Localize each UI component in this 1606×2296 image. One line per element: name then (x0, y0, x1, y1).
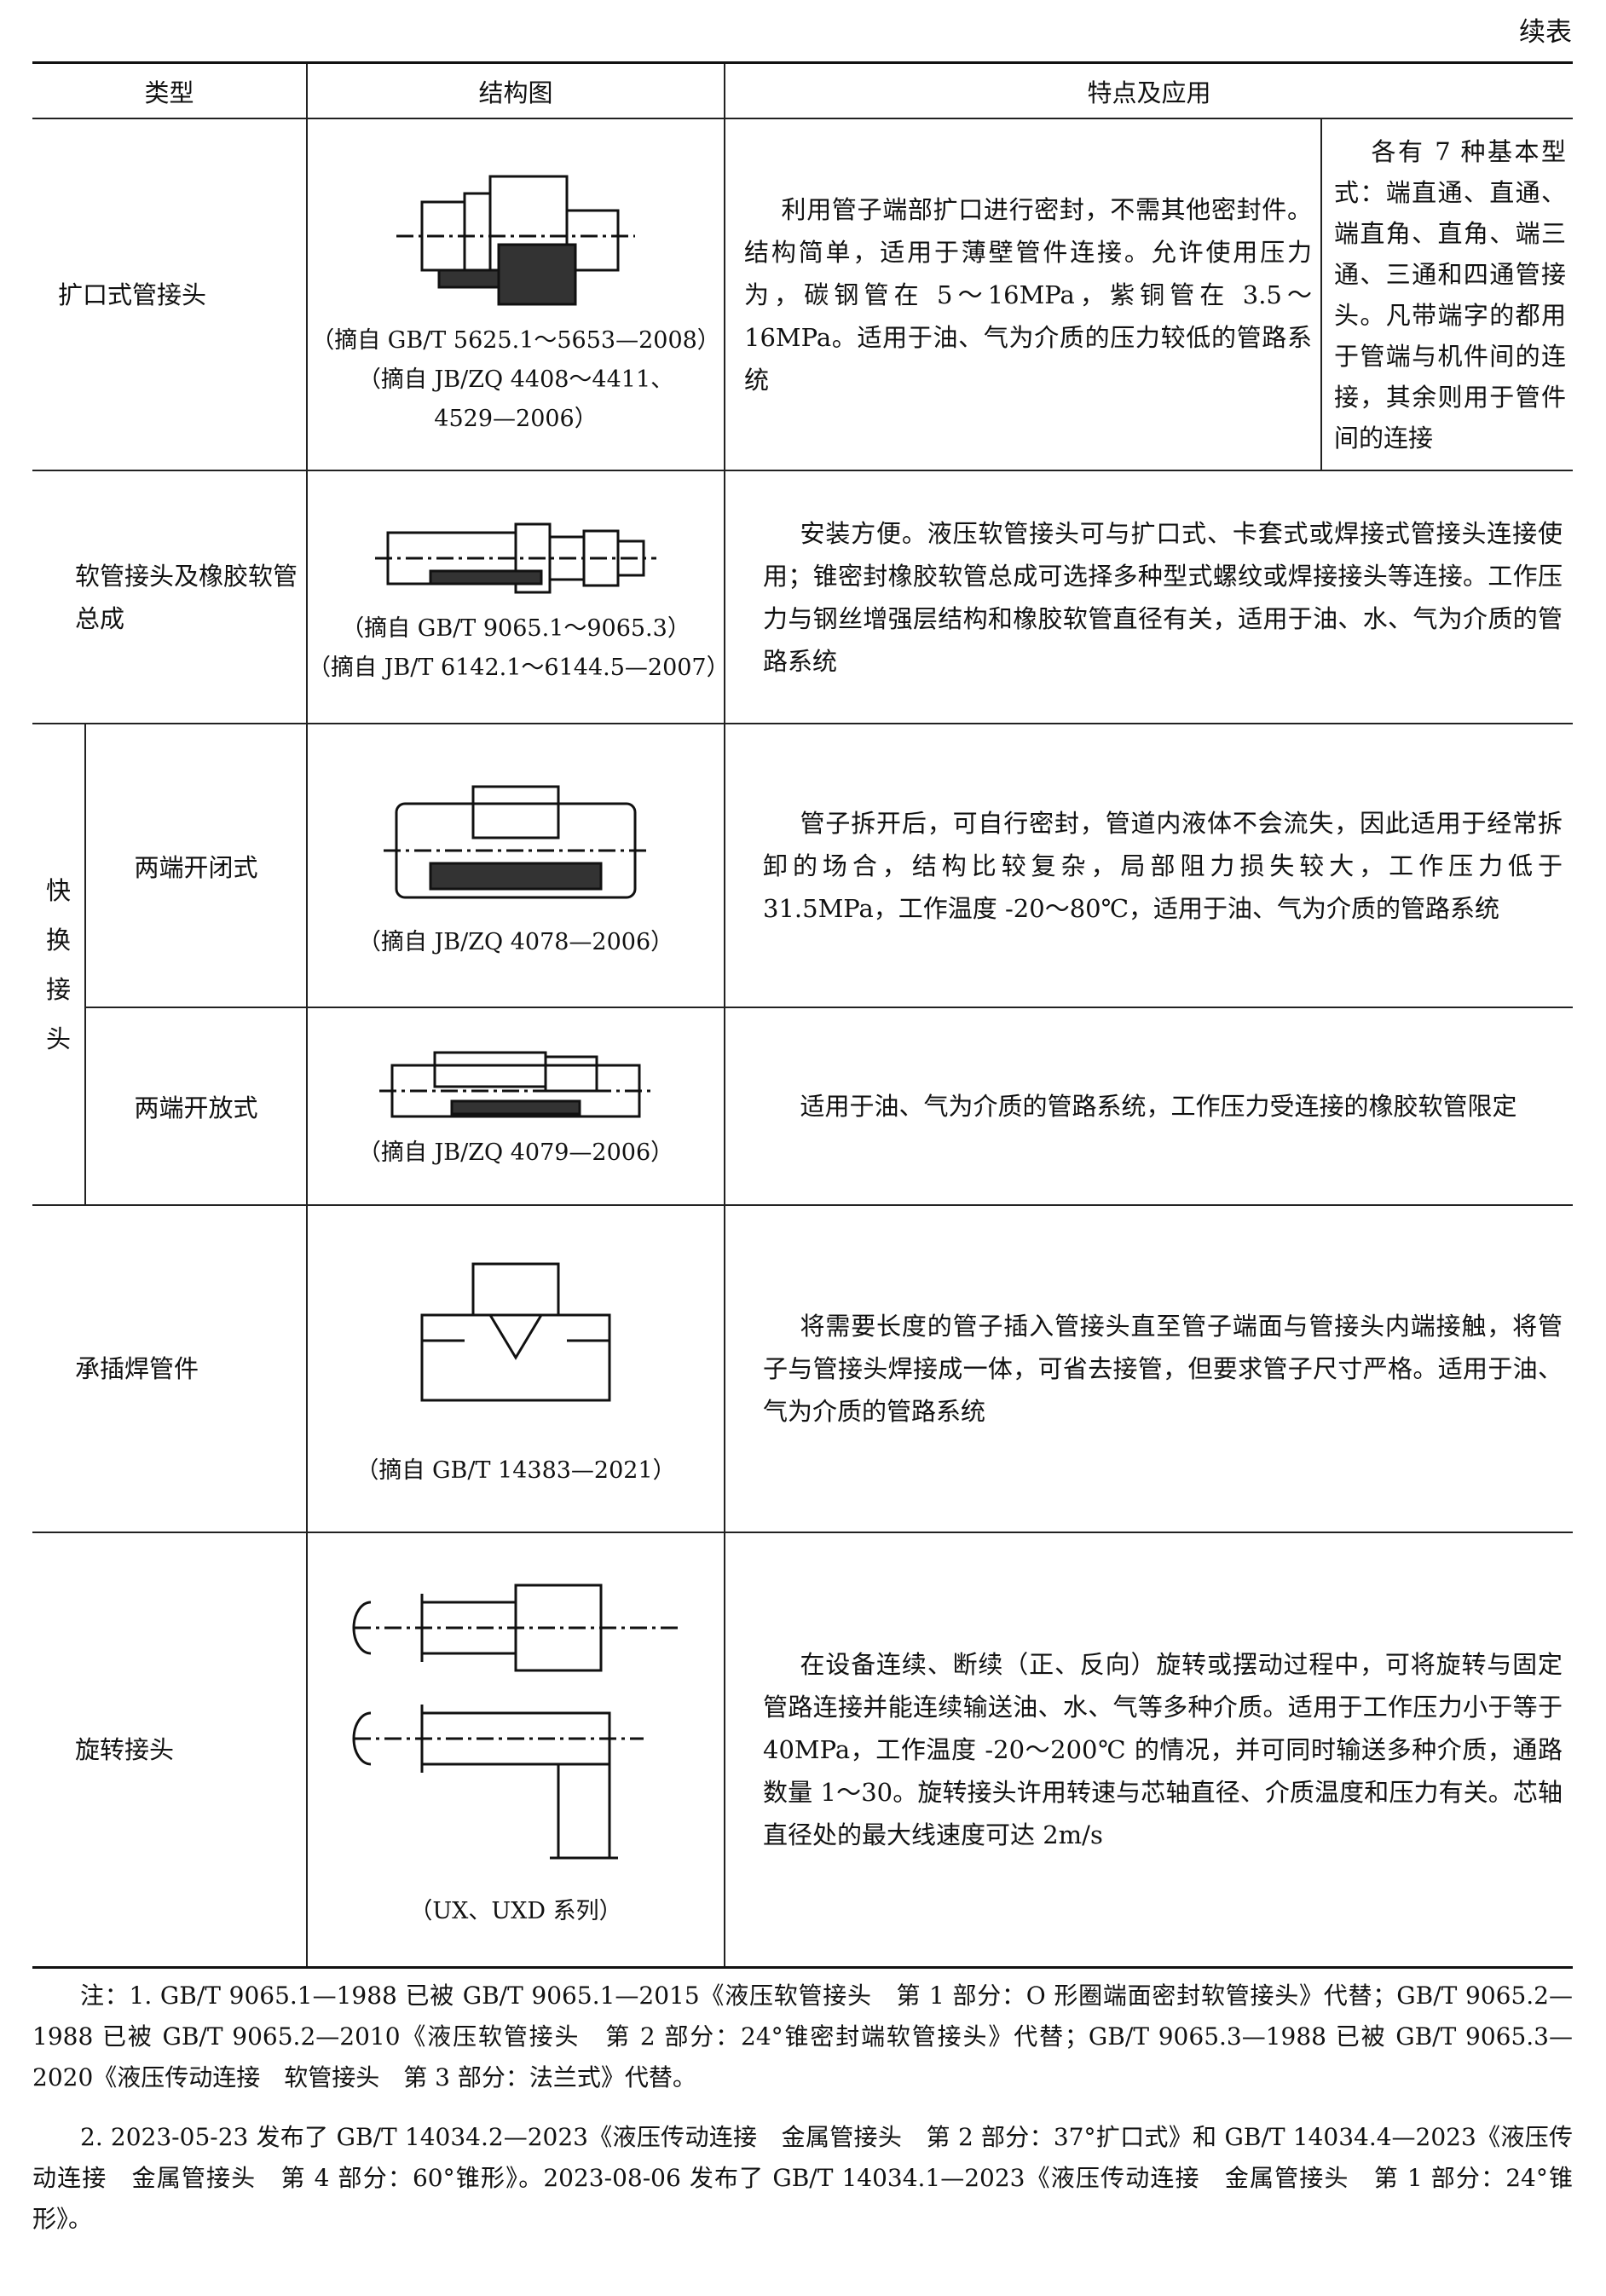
note-2: 2. 2023-05-23 发布了 GB/T 14034.2—2023《液压传动… (32, 2123, 1573, 2233)
group-cell: 快换接头 (32, 723, 86, 1206)
flare-fitting-drawing (396, 175, 636, 305)
source-line: （摘自 GB/T 5625.1～5653—2008） (311, 326, 720, 354)
figure-cell: （摘自 GB/T 5625.1～5653—2008） （摘自 JB/ZQ 440… (306, 118, 726, 471)
source-line: （摘自 GB/T 14383—2021） (355, 1457, 676, 1484)
note-1: 注：1. GB/T 9065.1—1988 已被 GB/T 9065.1—201… (32, 1982, 1573, 2091)
rotary-joint-drawing (352, 1584, 679, 1860)
header-structure: 结构图 (306, 61, 726, 119)
closed-coupling-drawing (384, 785, 649, 898)
source-line: （摘自 JB/T 6142.1～6144.5—2007） (308, 654, 730, 681)
table-row: 承插焊管件 （摘自 GB/T 14383—2021） 将需要长度的管子插入管接头… (32, 1204, 1573, 1533)
description-text: 在设备连续、断续（正、反向）旋转或摆动过程中，可将旋转与固定管路连接并能连续输送… (763, 1649, 1563, 1849)
type-cell: 两端开放式 (85, 1007, 309, 1206)
table-row: 软管接头及橡胶软管总成 （摘自 GB/T 9065.1～9065.3） （摘自 … (32, 470, 1573, 724)
table-header: 类型 结构图 特点及应用 (32, 61, 1573, 119)
table-row: 旋转接头 （UX、UXD 系列） 在设备连续、断续（正、反向）旋转或摆动过程中，… (32, 1532, 1573, 1968)
description-cell: 安装方便。液压软管接头可与扩口式、卡套式或焊接式管接头连接使用；锥密封橡胶软管总… (724, 470, 1573, 724)
type-cell: 承插焊管件 (32, 1204, 309, 1533)
description-text: 将需要长度的管子插入管接头直至管子端面与管接头内端接触，将管子与管接头焊接成一体… (763, 1312, 1563, 1426)
open-coupling-drawing (379, 1051, 653, 1118)
header-features: 特点及应用 (724, 61, 1573, 119)
continued-label: 续表 (1519, 17, 1572, 48)
source-line: （摘自 JB/ZQ 4079—2006） (357, 1139, 674, 1166)
description-cell: 在设备连续、断续（正、反向）旋转或摆动过程中，可将旋转与固定管路连接并能连续输送… (724, 1532, 1573, 1968)
description-text: 利用管子端部扩口进行密封，不需其他密封件。结构简单，适用于薄壁管件连接。允许使用… (744, 194, 1312, 395)
hose-fitting-drawing (375, 522, 657, 593)
figure-cell: （UX、UXD 系列） (306, 1532, 726, 1968)
pipe-fitting-table: 类型 结构图 特点及应用 扩口式管接头 （摘自 GB/T 5625.1～5653… (32, 61, 1573, 1969)
description-cell: 将需要长度的管子插入管接头直至管子端面与管接头内端接触，将管子与管接头焊接成一体… (724, 1204, 1573, 1533)
figure-cell: （摘自 GB/T 14383—2021） (306, 1204, 726, 1533)
type-cell: 两端开闭式 (84, 723, 309, 1008)
source-line: （摘自 GB/T 9065.1～9065.3） (341, 614, 690, 642)
figure-cell: （摘自 JB/ZQ 4078—2006） (306, 723, 726, 1008)
group-label: 快换接头 (45, 875, 71, 1053)
type-cell: 旋转接头 (32, 1532, 309, 1968)
type-cell: 软管接头及橡胶软管总成 (32, 470, 309, 724)
description-cell: 利用管子端部扩口进行密封，不需其他密封件。结构简单，适用于薄壁管件连接。允许使用… (724, 118, 1573, 471)
description-text: 管子拆开后，可自行密封，管道内液体不会流失，因此适用于经常拆卸的场合，结构比较复… (763, 808, 1563, 923)
figure-cell: （摘自 GB/T 9065.1～9065.3） （摘自 JB/T 6142.1～… (306, 470, 730, 724)
description-cell: 适用于油、气为介质的管路系统，工作压力受连接的橡胶软管限定 (724, 1007, 1573, 1206)
table-row: 两端开放式 （摘自 JB/ZQ 4079—2006） 适用于油、气为介质的管路系… (32, 1007, 1573, 1206)
figure-cell: （摘自 JB/ZQ 4079—2006） (306, 1007, 726, 1206)
source-line: 4529—2006） (434, 405, 598, 432)
socket-weld-tee-drawing (420, 1262, 611, 1402)
source-line: （摘自 JB/ZQ 4078—2006） (357, 928, 674, 955)
description-cell: 管子拆开后，可自行密封，管道内液体不会流失，因此适用于经常拆卸的场合，结构比较复… (724, 723, 1573, 1008)
table-notes: 注：1. GB/T 9065.1—1988 已被 GB/T 9065.1—201… (32, 1976, 1573, 2259)
description-text: 适用于油、气为介质的管路系统，工作压力受连接的橡胶软管限定 (800, 1092, 1517, 1121)
description-text: 安装方便。液压软管接头可与扩口式、卡套式或焊接式管接头连接使用；锥密封橡胶软管总… (763, 518, 1563, 676)
source-line: （摘自 JB/ZQ 4408～4411、 (357, 366, 674, 393)
table-row: 扩口式管接头 （摘自 GB/T 5625.1～5653—2008） （摘自 JB… (32, 118, 1573, 471)
type-cell: 扩口式管接头 (32, 118, 309, 471)
source-line: （UX、UXD 系列） (409, 1897, 622, 1924)
header-type: 类型 (32, 61, 309, 119)
table-row: 快换接头 两端开闭式 （摘自 JB/ZQ 4078—2006） 管子拆开后，可自… (32, 723, 1573, 1206)
type-note-text: 各有 7 种基本型式：端直通、直通、端直角、直角、端三通、三通和四通管接头。凡带… (1334, 136, 1566, 453)
